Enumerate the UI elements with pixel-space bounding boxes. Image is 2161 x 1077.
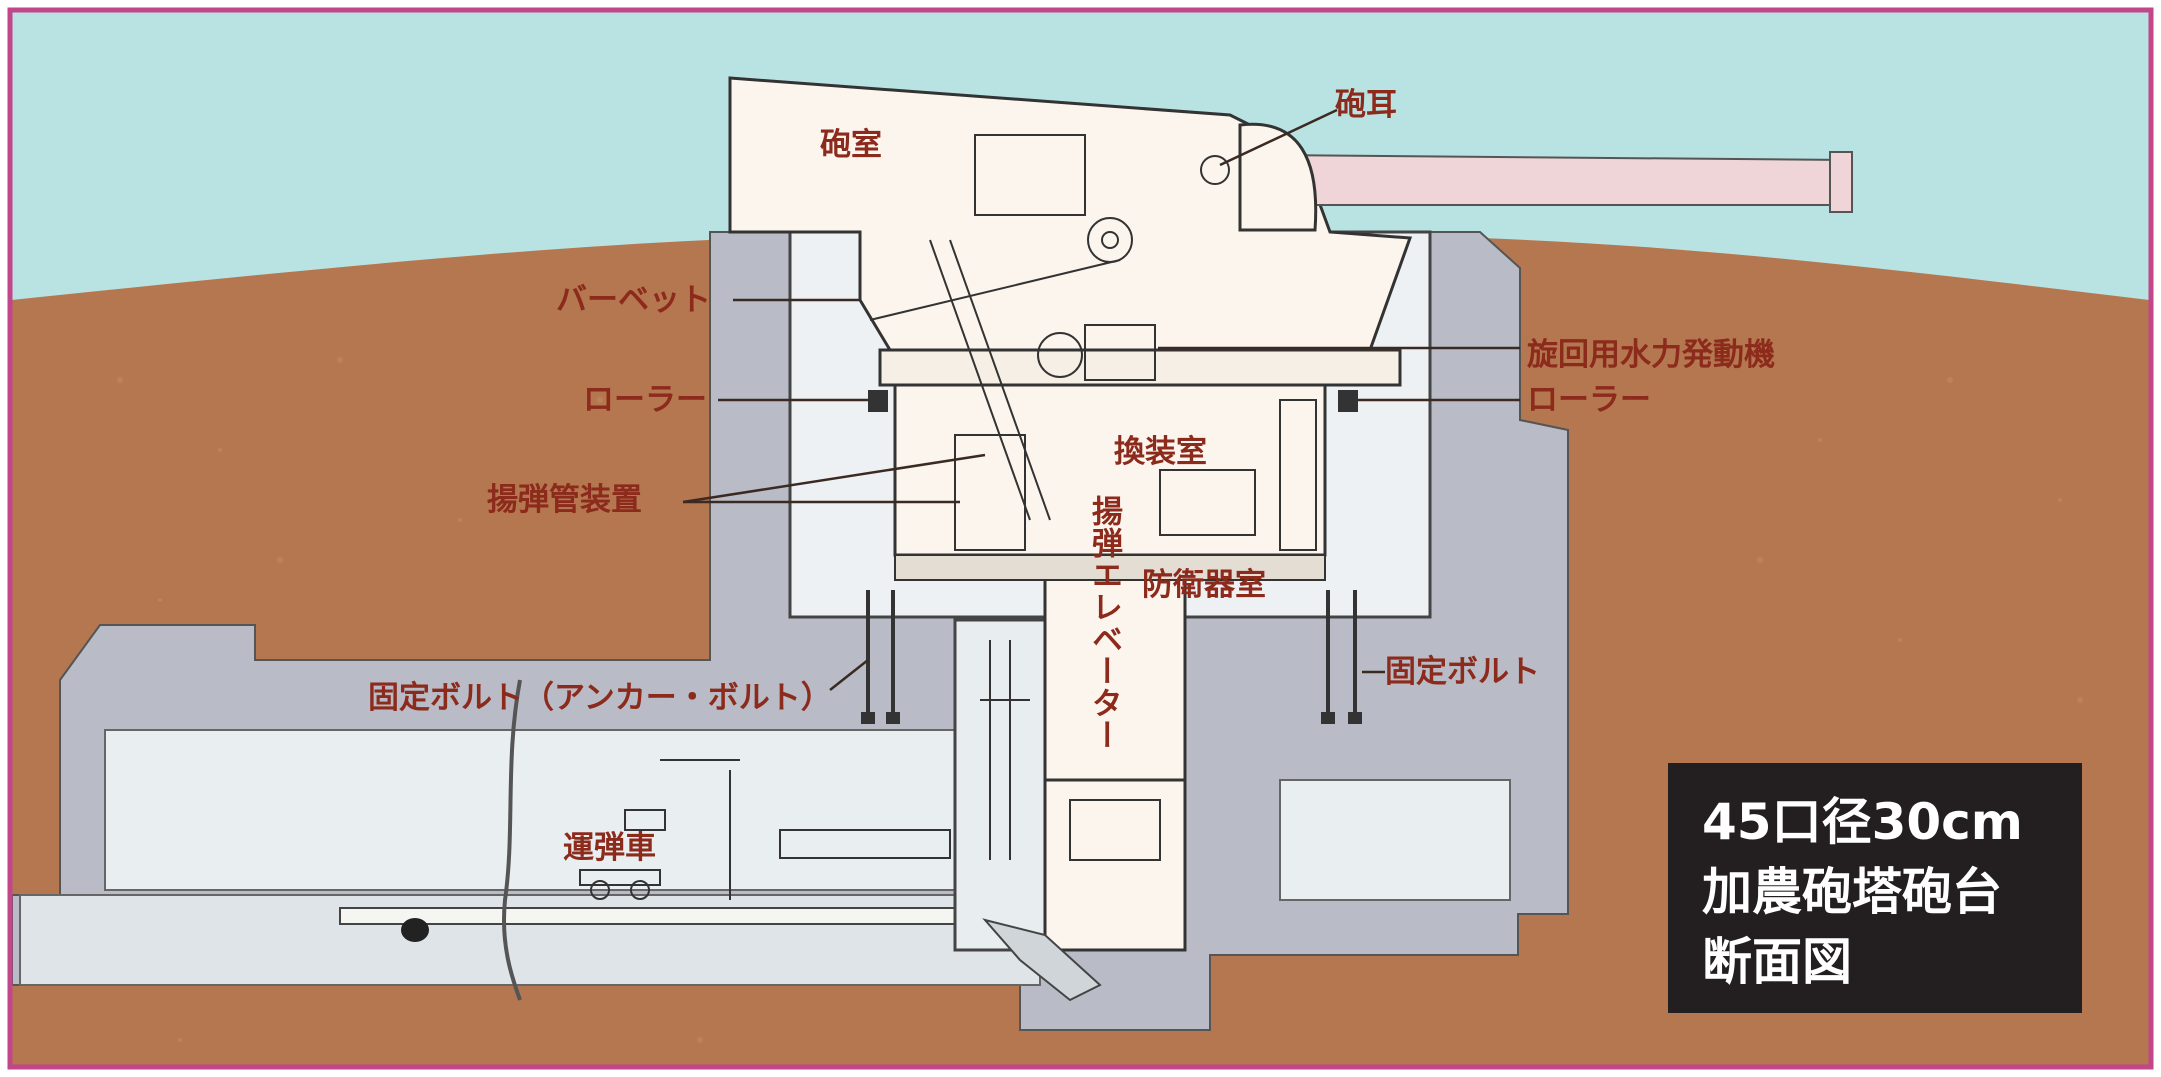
- roller-left-mark: [868, 390, 888, 412]
- machinery: [579, 134, 1317, 900]
- label-anchor-bolt-left: 固定ボルト（アンカー・ボルト）: [368, 680, 832, 716]
- gun-breech: [974, 134, 1086, 216]
- magazine-room: [104, 729, 956, 891]
- label-anchor-bolt-right: 固定ボルト: [1385, 654, 1540, 690]
- label-loading-room: 換装室: [1114, 434, 1207, 470]
- title-line-3: 断面図: [1702, 933, 1852, 991]
- gun-mantlet: [1238, 122, 1318, 232]
- lower-chute: [982, 918, 1102, 1002]
- label-hoist-device: 揚弾管装置: [487, 482, 642, 518]
- label-roller-right: ローラー: [1527, 382, 1651, 418]
- lower-gate: [1069, 799, 1161, 861]
- label-traverse-engine: 旋回用水力発動機: [1527, 337, 1775, 373]
- label-shell-elevator: 揚弾エレベーター: [1086, 495, 1122, 751]
- turret-base-deck: [894, 554, 1326, 581]
- label-trunnion: 砲耳: [1335, 87, 1397, 123]
- label-gun-room: 砲室: [820, 127, 882, 163]
- elevator-lower-chamber: [1043, 778, 1187, 952]
- hoist-chain-a: [929, 239, 1031, 521]
- engine-wheel: [1037, 332, 1083, 378]
- right-cylinder: [1279, 399, 1317, 551]
- gun-muzzle: [1829, 151, 1853, 213]
- cart-wheel-left: [590, 880, 610, 900]
- leader-lines: [682, 108, 1520, 691]
- earth-texture: [117, 357, 2083, 1043]
- anchor-bolts: [866, 590, 1357, 720]
- cart-wheel-right: [630, 880, 650, 900]
- roller-right-mark: [1338, 390, 1358, 412]
- label-defense-room: 防衛器室: [1142, 567, 1266, 603]
- crane-hook-shell: [624, 809, 666, 831]
- right-lower-room: [1279, 779, 1511, 901]
- label-barbette: バーベット: [556, 282, 711, 318]
- tram-rail: [339, 907, 981, 925]
- rammer-arm: [869, 259, 1121, 321]
- engine-block: [1084, 324, 1156, 381]
- trunnion-pin: [1200, 155, 1230, 185]
- shell-tray: [779, 829, 951, 859]
- title-box: 45口径30cm 加農砲塔砲台 断面図: [1668, 763, 2082, 1013]
- title-line-2: 加農砲塔砲台: [1702, 863, 2002, 921]
- hoist-chain-b: [949, 239, 1051, 521]
- rail-tunnel-end: [401, 918, 429, 942]
- diagram-border: [7, 7, 2154, 1070]
- title-line-1: 45口径30cm: [1702, 793, 2023, 851]
- label-roller-left: ローラー: [583, 382, 707, 418]
- hoist-cylinder: [954, 434, 1026, 551]
- anchor-bolt-nuts: [861, 712, 1362, 724]
- cable: [502, 679, 522, 1001]
- traverse-gear-inner: [1101, 231, 1119, 249]
- powder-cabinet: [1159, 469, 1256, 536]
- gun-barrel: [1264, 153, 1854, 206]
- ammo-cart-body: [579, 869, 661, 886]
- left-hydraulic-pipes: [980, 640, 1030, 860]
- label-ammo-cart: 運弾車: [563, 830, 656, 866]
